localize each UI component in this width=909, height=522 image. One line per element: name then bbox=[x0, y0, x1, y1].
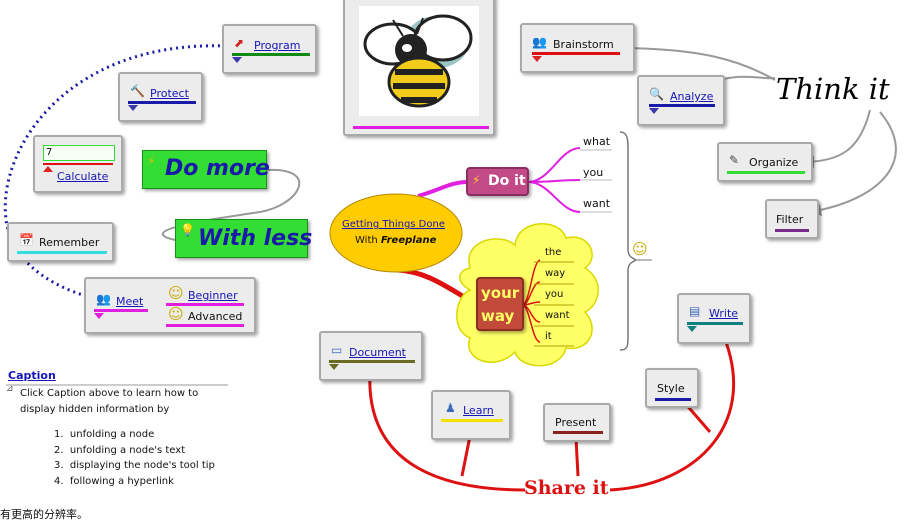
bulb-icon: 💡 bbox=[180, 223, 195, 237]
write-node[interactable]: ▤ Write bbox=[677, 293, 751, 344]
write-label[interactable]: Write bbox=[709, 307, 739, 320]
pawn-icon: ♟ bbox=[445, 401, 456, 415]
think-it-label[interactable]: Think it bbox=[776, 72, 890, 106]
analyze-label[interactable]: Analyze bbox=[670, 90, 714, 103]
smiley-icon: ☺ bbox=[168, 284, 184, 302]
meet-label[interactable]: Meet bbox=[116, 295, 144, 308]
your-way-node[interactable]: your way bbox=[476, 277, 524, 331]
calendar-icon: 📅 bbox=[19, 233, 34, 247]
calculate-label[interactable]: Calculate bbox=[57, 170, 109, 183]
advanced-label: Advanced bbox=[188, 310, 243, 323]
bee-image bbox=[359, 6, 479, 116]
learn-node[interactable]: ♟ Learn bbox=[431, 390, 511, 440]
center-node[interactable] bbox=[328, 192, 464, 274]
learn-label[interactable]: Learn bbox=[463, 404, 494, 417]
do-it-child-you[interactable]: you bbox=[583, 166, 604, 179]
caption-title[interactable]: Caption bbox=[8, 369, 56, 382]
people-icon-2: 👥 bbox=[96, 292, 111, 306]
rectangle-icon: ▭ bbox=[331, 343, 343, 357]
hammer-icon: 🔨 bbox=[130, 84, 145, 98]
brainstorm-label: Brainstorm bbox=[553, 38, 614, 51]
caption-item-4: 4. following a hyperlink bbox=[54, 476, 174, 487]
magic-wand-icon-2: ⚡ bbox=[147, 154, 156, 168]
filter-node[interactable]: Filter bbox=[765, 199, 819, 239]
notepad-icon: ▤ bbox=[689, 304, 701, 318]
program-label[interactable]: Program bbox=[254, 39, 301, 52]
your-way-line2: way bbox=[481, 307, 515, 325]
your-way-line1: your bbox=[481, 284, 520, 302]
center-app: Freeplane bbox=[380, 235, 437, 246]
caption-item-4-text: following a hyperlink bbox=[69, 476, 174, 487]
organize-label: Organize bbox=[749, 156, 799, 169]
center-title[interactable]: Getting Things Done bbox=[342, 219, 445, 230]
with-less-node[interactable]: 💡 With less bbox=[175, 219, 312, 258]
document-node[interactable]: ▭ Document bbox=[319, 331, 423, 381]
do-more-label: Do more bbox=[165, 156, 270, 181]
your-way-child-the[interactable]: the bbox=[545, 247, 562, 258]
think-brainstorm-link bbox=[615, 47, 776, 81]
do-it-label: Do it bbox=[488, 173, 526, 189]
caption-line1: Click Caption above to learn how to bbox=[20, 388, 199, 399]
protect-node[interactable]: 🔨 Protect bbox=[118, 72, 203, 122]
your-way-child-way[interactable]: way bbox=[545, 268, 566, 279]
caption-triangle-icon: ⊿ bbox=[6, 384, 14, 394]
style-node[interactable]: Style bbox=[645, 368, 699, 408]
filter-label: Filter bbox=[776, 213, 804, 226]
caption-item-2-text: unfolding a node's text bbox=[69, 445, 186, 456]
bee-image-node[interactable] bbox=[343, 0, 495, 136]
your-way-child-you[interactable]: you bbox=[545, 289, 564, 300]
left-dotted-link bbox=[3, 44, 227, 302]
share-it-arc-right bbox=[609, 331, 735, 492]
center-subtitle: With Freeplane bbox=[355, 235, 436, 246]
caption-item-3-text: displaying the node's tool tip bbox=[69, 460, 215, 471]
magnifier-icon: 🔍 bbox=[649, 87, 664, 101]
analyze-node[interactable]: 🔍 Analyze bbox=[637, 75, 725, 126]
smiley-icon-2: ☺ bbox=[168, 305, 184, 323]
do-it-node[interactable]: ⚡ Do it bbox=[466, 167, 529, 196]
protect-label[interactable]: Protect bbox=[150, 87, 189, 100]
your-way-child-it[interactable]: it bbox=[545, 331, 552, 342]
do-it-child-want[interactable]: want bbox=[583, 197, 611, 210]
present-label: Present bbox=[555, 416, 597, 429]
do-more-with-less-link bbox=[161, 168, 301, 241]
do-more-node[interactable]: ⚡ Do more bbox=[142, 150, 270, 189]
calculate-value-field[interactable]: 7 bbox=[43, 145, 115, 161]
remember-label: Remember bbox=[39, 236, 100, 249]
center-with: With bbox=[355, 235, 381, 246]
present-node[interactable]: Present bbox=[543, 403, 611, 442]
caption-line2: display hidden information by bbox=[20, 404, 170, 415]
think-filter-link bbox=[809, 111, 897, 213]
remember-node[interactable]: 📅 Remember bbox=[7, 222, 114, 262]
beginner-label[interactable]: Beginner bbox=[188, 289, 238, 302]
organize-node[interactable]: ✎ Organize bbox=[717, 142, 813, 182]
caption-item-1-text: unfolding a node bbox=[69, 429, 155, 440]
caption-item-3: 3. displaying the node's tool tip bbox=[54, 460, 215, 471]
your-way-child-want[interactable]: want bbox=[545, 310, 570, 321]
share-it-arc bbox=[368, 371, 526, 492]
magic-wand-icon: ⚡ bbox=[472, 173, 481, 187]
people-icon: 👥 bbox=[532, 35, 547, 49]
center-do-it-link bbox=[417, 180, 469, 198]
pencil-icon: ✎ bbox=[729, 153, 740, 167]
document-label[interactable]: Document bbox=[349, 346, 406, 359]
arrow-out-icon: ⬈ bbox=[234, 36, 245, 50]
brace-smiley-icon: ☺ bbox=[632, 240, 648, 258]
caption-item-2: 2. unfolding a node's text bbox=[54, 445, 186, 456]
footer-text: 有更高的分辨率。 bbox=[0, 508, 88, 521]
brainstorm-node[interactable]: 👥 Brainstorm bbox=[520, 23, 635, 73]
calculate-node[interactable]: 7 Calculate bbox=[33, 135, 123, 193]
meet-node[interactable]: 👥 Meet ☺ Beginner ☺ Advanced bbox=[84, 277, 256, 334]
do-it-child-what[interactable]: what bbox=[583, 135, 611, 148]
caption-item-1: 1. unfolding a node bbox=[54, 429, 155, 440]
program-node[interactable]: ⬈ Program bbox=[222, 24, 317, 74]
share-it-label[interactable]: Share it bbox=[524, 477, 609, 499]
with-less-label: With less bbox=[198, 226, 313, 251]
style-label: Style bbox=[657, 382, 685, 395]
